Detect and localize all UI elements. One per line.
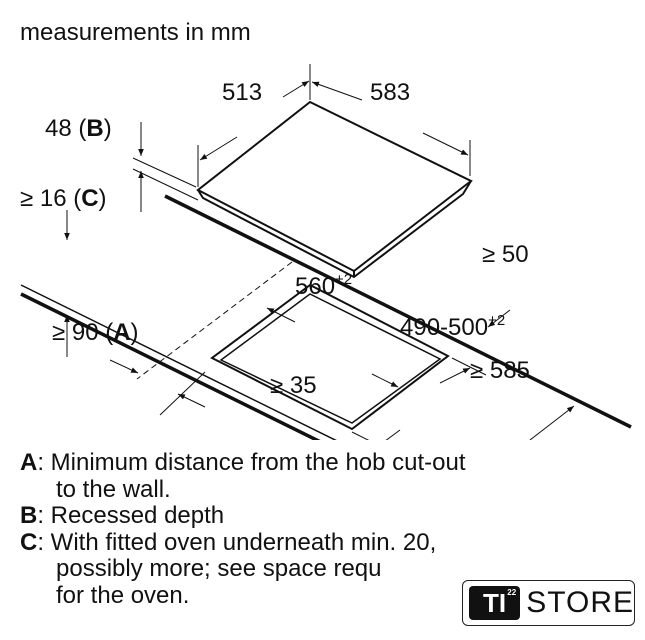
legend-item-a: A: Minimum distance from the hob cut-out — [20, 449, 466, 477]
hob — [196, 100, 473, 279]
legend-item-c-cont2: for the oven. — [20, 581, 466, 610]
legend-text: for the oven. — [56, 581, 190, 609]
legend-text: to the wall. — [56, 475, 171, 503]
recess-extension-lines — [132, 122, 199, 212]
logo-store-text: STORE — [526, 586, 634, 619]
legend-text: : With fitted oven underneath min. 20, — [37, 528, 437, 556]
label-recessed-depth: 48 (B) — [45, 115, 112, 142]
worktop-back-edge — [164, 194, 632, 429]
label-worktop-depth: ≥ 585 — [470, 357, 530, 384]
legend-item-c: C: With fitted oven underneath min. 20, — [20, 528, 466, 557]
legend-item-a-cont: to the wall. — [20, 475, 466, 504]
label-hob-depth: 513 — [222, 79, 262, 106]
label-back-gap: ≥ 50 — [482, 241, 529, 268]
hob-dimension-lines — [197, 64, 471, 187]
legend-item-b: B: Recessed depth — [20, 502, 466, 530]
label-cutout-width: 560+2 — [295, 271, 352, 300]
logo-superscript: 22 — [507, 588, 517, 597]
legend-item-c-cont: possibly more; see space requ — [20, 555, 466, 583]
legend-key: A — [20, 449, 38, 476]
legend-key: C — [20, 528, 38, 556]
dashed-guide — [136, 261, 293, 380]
hob-installation-diagram: measurements in mm — [20, 19, 632, 440]
cutout — [210, 283, 450, 431]
legend-text: : Minimum distance from the hob cut-out — [37, 449, 466, 476]
worktop-front — [20, 284, 337, 440]
dimension-arrows — [64, 210, 575, 440]
legend: A: Minimum distance from the hob cut-out… — [20, 449, 466, 610]
legend-key: B — [20, 502, 38, 529]
label-wall-distance: ≥ 90 (A) — [52, 319, 139, 346]
logo-brand: TI — [483, 587, 507, 618]
legend-text: possibly more; see space requ — [56, 555, 382, 582]
label-hob-width: 583 — [370, 79, 410, 106]
label-oven-gap: ≥ 16 (C) — [20, 185, 107, 212]
label-front-gap: ≥ 35 — [270, 372, 317, 399]
page-title: measurements in mm — [20, 19, 251, 46]
label-cutout-depth: 490-500+2 — [400, 312, 505, 341]
legend-text: : Recessed depth — [37, 502, 225, 529]
